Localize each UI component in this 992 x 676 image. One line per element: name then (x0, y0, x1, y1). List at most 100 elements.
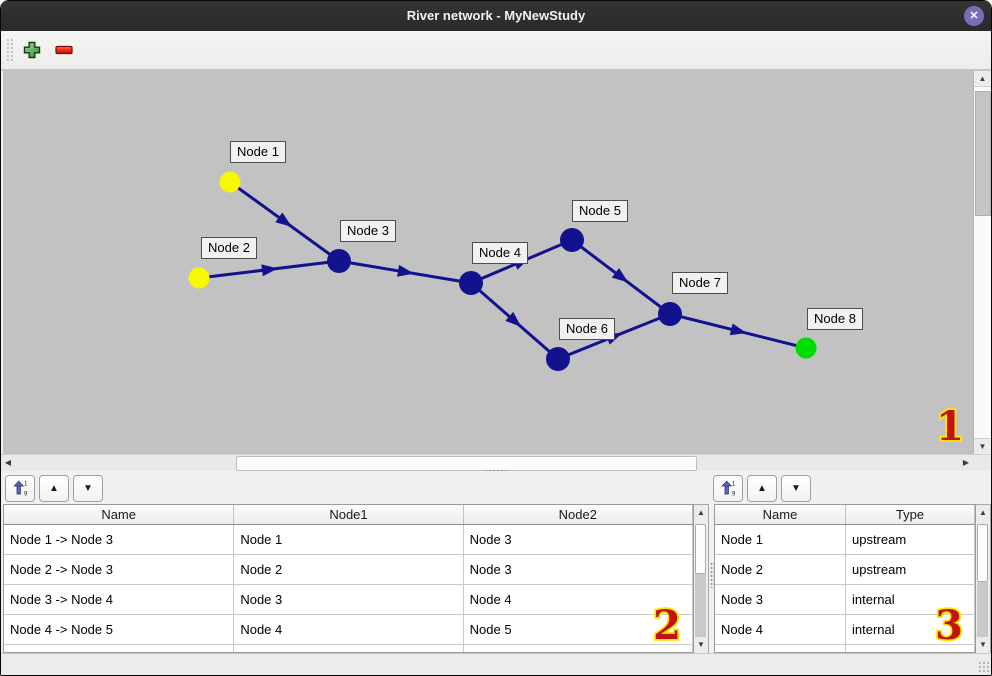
edges-table-scrollbar[interactable]: ▲ ▼ (694, 504, 709, 653)
toolbar-drag-handle[interactable] (6, 38, 14, 62)
edges-move-up-button[interactable]: ▲ (39, 475, 69, 502)
table-cell: Node 1 (234, 525, 464, 554)
scroll-right-icon[interactable]: ▶ (962, 458, 970, 467)
table-cell: Node 4 (234, 615, 464, 644)
scroll-up-icon[interactable]: ▲ (974, 71, 991, 87)
river-node[interactable] (188, 267, 210, 289)
nodes-table-scrollbar[interactable]: ▲ ▼ (976, 504, 991, 653)
river-network-canvas[interactable]: Node 1 Node 2 Node 3 Node 4 Node 5 Node 6 Node… (3, 71, 973, 454)
river-node[interactable] (219, 171, 241, 193)
table-cell: Node 4 (464, 585, 693, 614)
table-cell (715, 645, 846, 652)
table-cell: Node 3 (464, 555, 693, 584)
nodes-move-down-button[interactable]: ▼ (781, 475, 811, 502)
canvas-horizontal-scrollbar[interactable]: ◀ ▶ (1, 454, 991, 471)
node-label[interactable]: Node 2 (201, 237, 257, 259)
table-cell (464, 645, 693, 652)
flow-direction-arrow-icon (261, 264, 278, 277)
river-node[interactable] (795, 337, 817, 359)
table-cell: Node 1 -> Node 3 (4, 525, 235, 554)
river-node[interactable] (560, 228, 584, 252)
horizontal-splitter-handle[interactable] (484, 469, 508, 473)
node-label[interactable]: Node 4 (472, 242, 528, 264)
scroll-up-icon[interactable]: ▲ (976, 505, 990, 521)
table-cell: Node 3 (234, 585, 464, 614)
table-cell: upstream (846, 555, 975, 584)
table-cell: Node 5 (464, 615, 693, 644)
river-node[interactable] (546, 347, 570, 371)
column-header[interactable]: Node2 (464, 505, 693, 524)
river-node[interactable] (459, 271, 483, 295)
main-toolbar (1, 31, 991, 71)
nodes-scroll-thumb[interactable] (977, 524, 988, 582)
canvas-vertical-scrollbar[interactable]: ▲ ▼ (973, 71, 991, 454)
edges-scroll-thumb[interactable] (695, 524, 706, 574)
nodes-move-up-button[interactable]: ▲ (747, 475, 777, 502)
sort-ascending-icon: 1 9 (12, 480, 28, 498)
river-node[interactable] (327, 249, 351, 273)
add-node-button[interactable] (19, 37, 45, 63)
scroll-up-icon[interactable]: ▲ (694, 505, 708, 521)
table-cell (4, 645, 235, 652)
table-cell (234, 645, 464, 652)
move-down-icon: ▼ (83, 482, 93, 494)
move-up-icon: ▲ (49, 482, 59, 494)
move-up-icon: ▲ (757, 482, 767, 494)
minus-icon (55, 45, 73, 55)
svg-text:1: 1 (24, 482, 28, 488)
node-label[interactable]: Node 7 (672, 272, 728, 294)
flow-direction-arrow-icon (505, 311, 522, 327)
table-cell: Node 2 (715, 555, 846, 584)
plus-icon (23, 41, 41, 59)
column-header[interactable]: Name (4, 505, 235, 524)
river-node[interactable] (658, 302, 682, 326)
canvas-vscroll-thumb[interactable] (975, 91, 991, 216)
node-label[interactable]: Node 8 (807, 308, 863, 330)
scroll-down-icon[interactable]: ▼ (976, 637, 990, 653)
vertical-splitter[interactable] (709, 504, 714, 653)
table-row-empty (4, 645, 693, 652)
canvas-hscroll-thumb[interactable] (236, 456, 697, 471)
table-cell: Node 4 (715, 615, 846, 644)
node-label[interactable]: Node 6 (559, 318, 615, 340)
svg-text:9: 9 (24, 492, 28, 498)
network-view: Node 1 Node 2 Node 3 Node 4 Node 5 Node 6 Node… (3, 71, 991, 454)
table-cell: Node 1 (715, 525, 846, 554)
resize-grip[interactable] (978, 661, 990, 673)
edges-sort-button[interactable]: 1 9 (5, 475, 35, 502)
close-button[interactable]: ✕ (964, 6, 984, 26)
close-icon: ✕ (969, 10, 979, 22)
column-header[interactable]: Name (715, 505, 846, 524)
node-label[interactable]: Node 5 (572, 200, 628, 222)
edges-move-down-button[interactable]: ▼ (73, 475, 103, 502)
table-cell: Node 3 (464, 525, 693, 554)
tables-toolbar: 1 9 ▲ ▼ 1 9 ▲ ▼ (1, 469, 991, 504)
node-label[interactable]: Node 3 (340, 220, 396, 242)
scroll-down-icon[interactable]: ▼ (694, 637, 708, 653)
nodes-scroll-track[interactable] (977, 582, 988, 637)
scroll-left-icon[interactable]: ◀ (4, 458, 12, 467)
titlebar[interactable]: River network - MyNewStudy ✕ (1, 1, 991, 31)
node-label[interactable]: Node 1 (230, 141, 286, 163)
svg-text:1: 1 (732, 482, 736, 488)
remove-node-button[interactable] (51, 37, 77, 63)
edges-scroll-track[interactable] (695, 574, 706, 637)
scroll-down-icon[interactable]: ▼ (974, 438, 991, 454)
column-header[interactable]: Node1 (234, 505, 464, 524)
column-header[interactable]: Type (846, 505, 975, 524)
flow-direction-arrow-icon (275, 212, 292, 227)
table-cell: Node 4 -> Node 5 (4, 615, 235, 644)
nodes-sort-button[interactable]: 1 9 (713, 475, 743, 502)
